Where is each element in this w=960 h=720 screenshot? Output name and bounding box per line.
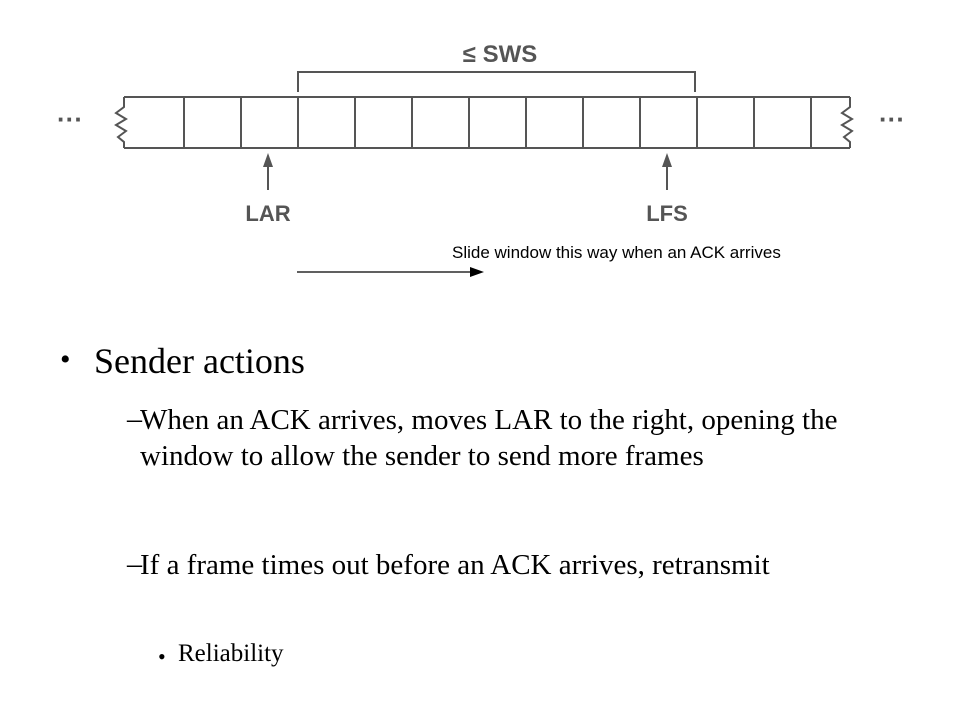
lar-label: LAR <box>245 201 290 226</box>
sub-sub-item-reliability: Reliability <box>178 640 284 667</box>
lfs-label: LFS <box>646 201 688 226</box>
lar-arrow-head <box>263 153 273 167</box>
sws-label: ≤ SWS <box>463 41 538 68</box>
sub-item-ack-arrives: When an ACK arrives, moves LAR to the ri… <box>140 404 838 472</box>
dash-marker: – <box>127 547 142 580</box>
right-ellipsis: ··· <box>879 104 905 134</box>
right-break-edge <box>840 97 854 148</box>
sws-bracket <box>297 71 696 92</box>
section-heading: Sender actions <box>94 341 305 381</box>
bullet-marker: • <box>158 644 166 669</box>
lfs-arrow-head <box>662 153 672 167</box>
slide-direction-arrow-head <box>470 267 484 277</box>
dash-marker: – <box>127 402 142 435</box>
sliding-window-diagram: ≤ SWS LAR LFS ··· ··· <box>57 41 905 277</box>
sub-item-timeout: If a frame times out before an ACK arriv… <box>140 549 770 581</box>
slide-caption: Slide window this way when an ACK arrive… <box>452 243 781 262</box>
left-ellipsis: ··· <box>57 104 83 134</box>
left-break-edge <box>114 97 128 148</box>
frame-cells <box>183 97 812 148</box>
bullet-marker: • <box>60 343 71 376</box>
